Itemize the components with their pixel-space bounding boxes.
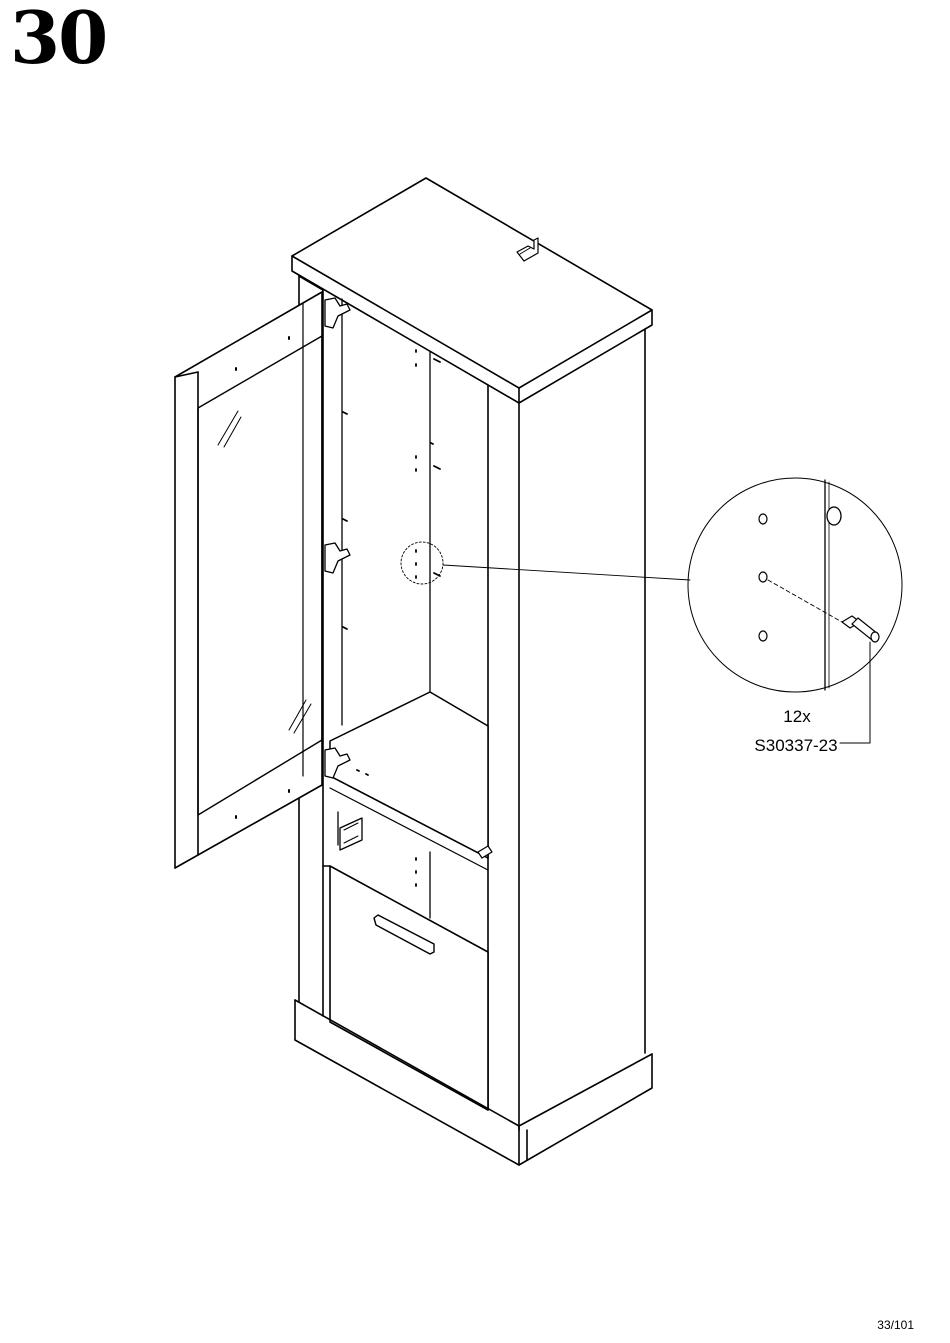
cabinet-right-side-panel [488,329,645,1130]
shelf-pin [842,616,879,642]
detail-leader-line [443,565,690,580]
page-number: 33/101 [877,1318,914,1332]
cabinet-interior [330,299,492,918]
part-quantity: 12x [775,707,819,727]
drawer [323,866,488,1110]
magnified-detail [688,478,902,743]
cabinet-top-board [292,178,652,403]
door-hinges [325,298,350,778]
part-code: S30337-23 [746,736,846,756]
glass-door [175,292,322,868]
detail-marker [401,542,443,584]
